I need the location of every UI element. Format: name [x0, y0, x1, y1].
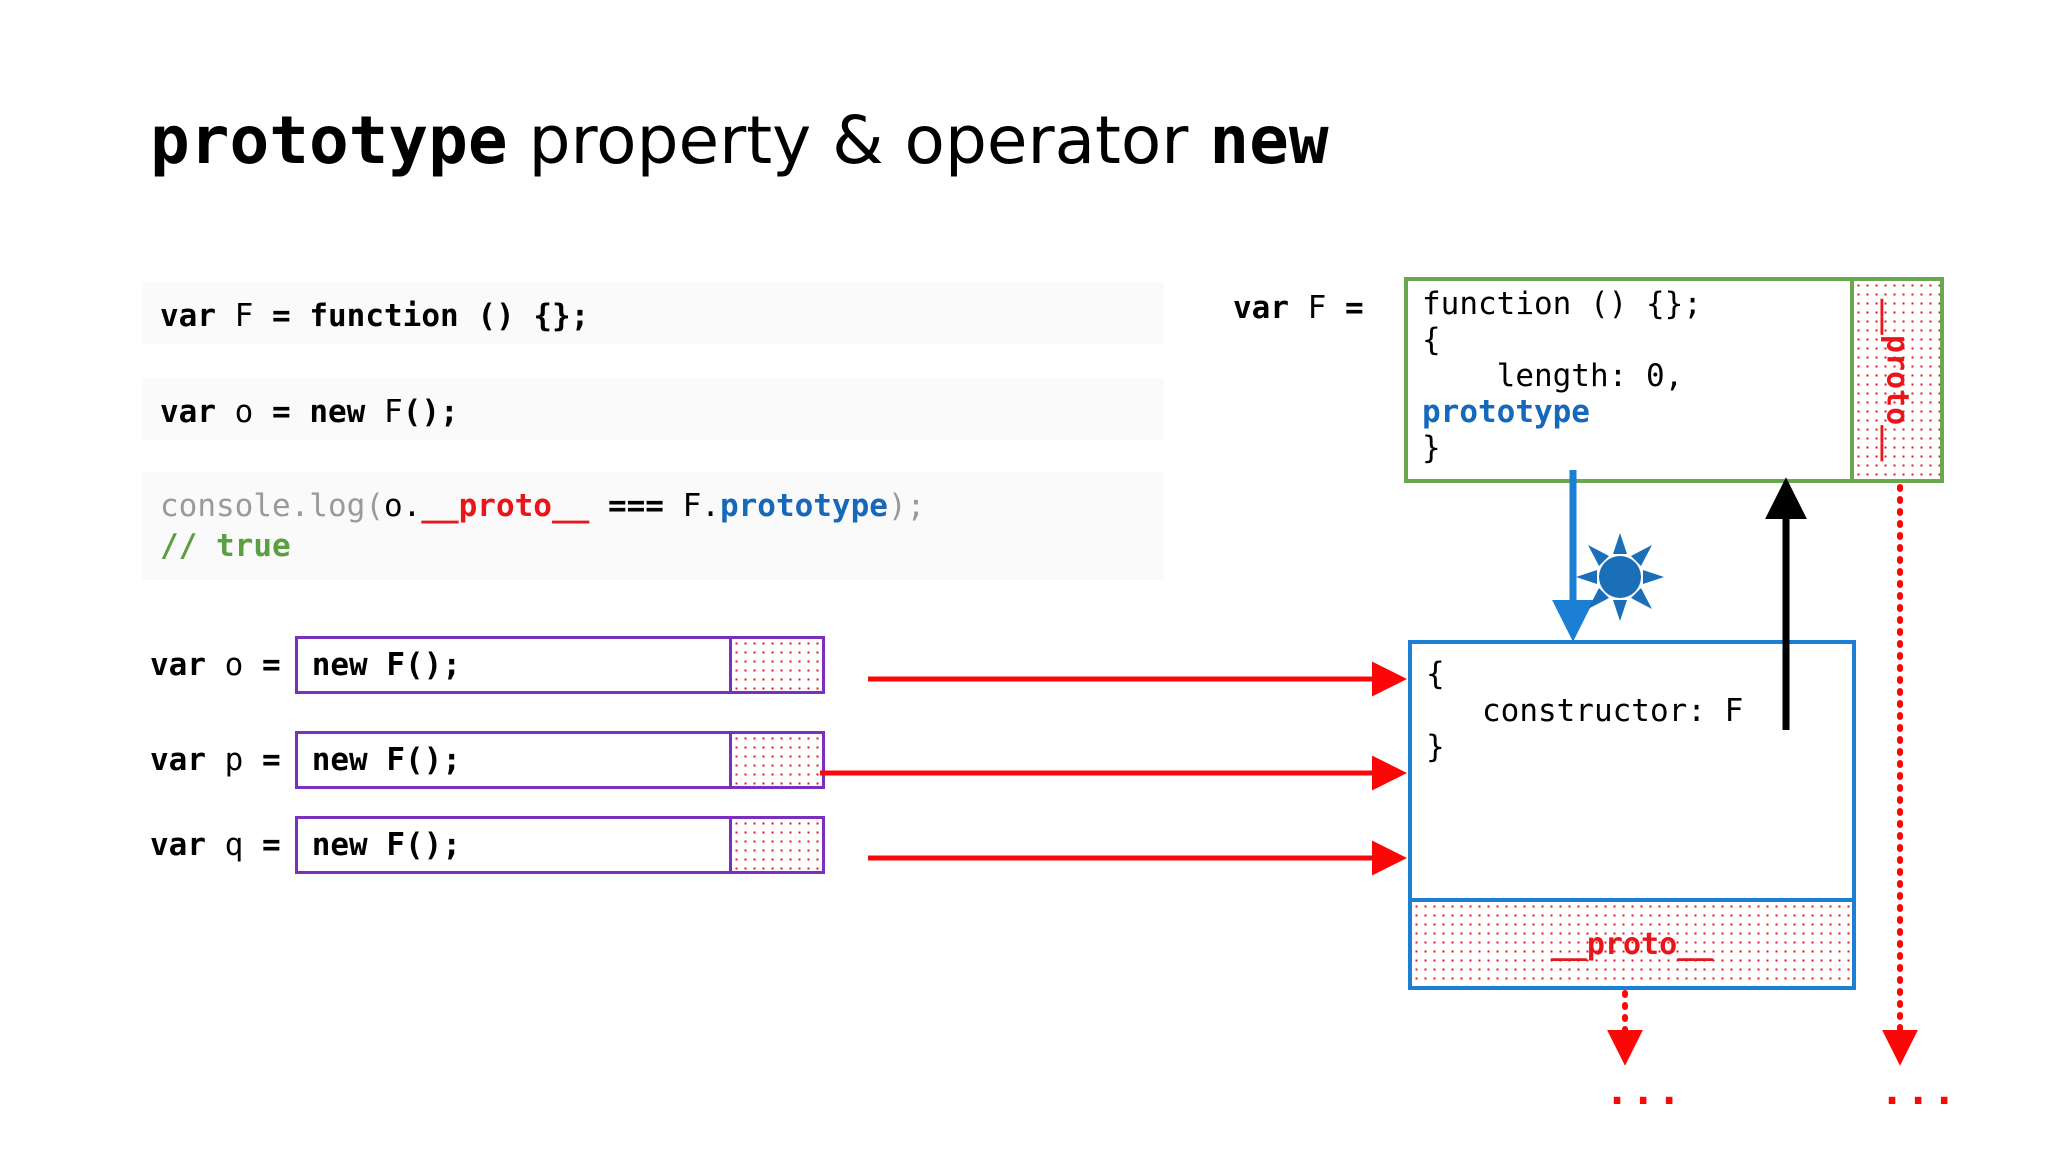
- token-strict-equality: ===: [589, 488, 683, 524]
- code-block-console-log: console.log(o.__proto__ === F.prototype)…: [142, 472, 1164, 580]
- token-call-parens: ();: [402, 394, 459, 430]
- token-new: new: [309, 394, 366, 430]
- var-row-p-label: var p =: [150, 742, 281, 778]
- instance-box-p: new F();: [294, 731, 825, 789]
- token-var: var: [160, 298, 216, 334]
- page-title: prototype property & operator new: [150, 108, 1329, 174]
- token-close-paren: );: [887, 488, 926, 524]
- code-block-function-decl: var F = function () {};: [142, 282, 1164, 344]
- sparkle-star-icon: [1576, 533, 1664, 621]
- title-part-prototype: prototype: [150, 102, 508, 179]
- fn-line-2: {: [1422, 321, 1441, 358]
- token-var: var: [160, 394, 216, 430]
- ellipsis-left: ...: [1605, 1068, 1684, 1114]
- instance-box-q: new F();: [294, 816, 825, 874]
- token-new-expr: new F();: [311, 647, 461, 683]
- token-identifier-F: F: [234, 298, 254, 334]
- token-equals: =: [262, 827, 281, 863]
- token-comment-true: true: [216, 528, 291, 565]
- proto-slot-o: [731, 639, 822, 691]
- token-var: var: [150, 647, 206, 683]
- obj-line-3: }: [1426, 729, 1445, 766]
- token-identifier-F: F: [384, 394, 403, 430]
- token-identifier: o: [224, 647, 244, 683]
- proto-slot-p: [731, 734, 822, 786]
- token-equals: =: [262, 647, 281, 683]
- code-block-new-instance: var o = new F();: [142, 378, 1164, 440]
- function-proto-slot: __proto__: [1850, 281, 1940, 479]
- token-open-paren: (: [365, 488, 384, 524]
- prototype-object-body: { constructor: F }: [1412, 644, 1852, 898]
- var-row-o: var o = new F();: [150, 634, 825, 696]
- token-identifier: p: [224, 742, 244, 778]
- fn-line-1: function () {};: [1422, 286, 1702, 322]
- fn-line-prototype: prototype: [1422, 393, 1590, 430]
- var-row-q-label: var q =: [150, 827, 281, 863]
- var-row-q: var q = new F();: [150, 814, 825, 876]
- var-row-o-label: var o =: [150, 647, 281, 683]
- fn-line-5: }: [1422, 429, 1441, 466]
- token-new-expr: new F();: [311, 827, 461, 863]
- token-object-o: o.: [383, 488, 422, 524]
- instance-expr-q: new F();: [298, 819, 732, 871]
- instance-expr-o: new F();: [298, 639, 732, 691]
- token-var: var: [150, 742, 206, 778]
- token-new-expr: new F();: [311, 742, 461, 778]
- title-part-new: new: [1209, 102, 1329, 179]
- ellipsis-right: ...: [1880, 1068, 1959, 1114]
- title-part-middle: property & operator: [507, 102, 1210, 179]
- token-equals: =: [272, 298, 291, 334]
- token-identifier-o: o: [234, 394, 254, 430]
- token-var: var: [150, 827, 206, 863]
- token-ctor-F: F.: [682, 488, 720, 524]
- token-braces: {};: [533, 298, 590, 334]
- token-equals: =: [262, 742, 281, 778]
- prototype-object-proto-slot: __proto__: [1412, 898, 1852, 986]
- diagram-assign-label: var F =: [1233, 290, 1364, 326]
- proto-slot-q: [731, 819, 822, 871]
- prototype-object-proto-label: __proto__: [1550, 926, 1714, 962]
- obj-line-constructor: constructor: F: [1426, 692, 1744, 729]
- function-object-body: function () {}; { length: 0, prototype }: [1408, 281, 1850, 479]
- fn-line-3: length: 0,: [1422, 357, 1684, 394]
- obj-line-1: {: [1426, 656, 1445, 692]
- token-prototype: prototype: [719, 488, 888, 524]
- instance-box-o: new F();: [294, 636, 825, 694]
- token-parens: (): [477, 298, 515, 334]
- instance-expr-p: new F();: [298, 734, 732, 786]
- var-row-p: var p = new F();: [150, 729, 825, 791]
- function-proto-slot-label: __proto__: [1879, 298, 1915, 462]
- token-proto: __proto__: [421, 488, 590, 524]
- token-function: function: [309, 298, 459, 334]
- token-console-log: console.log: [160, 488, 366, 524]
- function-object-box: function () {}; { length: 0, prototype }…: [1404, 277, 1944, 483]
- token-identifier: q: [224, 827, 244, 863]
- token-equals: =: [272, 394, 291, 430]
- prototype-object-box: { constructor: F } __proto__: [1408, 640, 1856, 990]
- token-comment-slashes: //: [160, 528, 216, 565]
